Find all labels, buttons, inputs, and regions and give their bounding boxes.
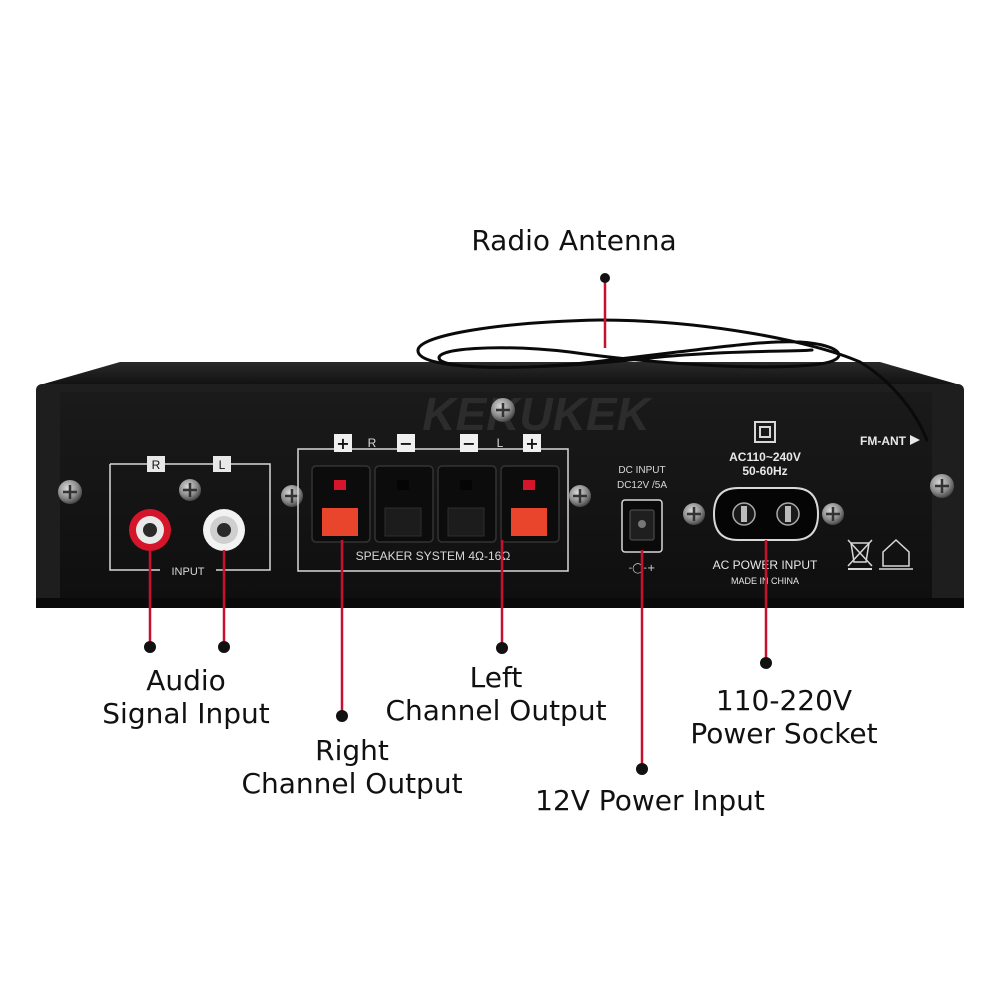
ac-voltage-label: AC110~240V [729, 450, 801, 464]
amplifier-chassis: KEKUKEK [36, 362, 964, 608]
terminal-minus-1: − [399, 434, 412, 453]
spring-terminal-icon[interactable] [437, 465, 497, 543]
terminal-plus-2: + [525, 434, 538, 453]
input-section-label: INPUT [172, 566, 205, 578]
rca-jack-right[interactable] [129, 509, 171, 551]
terminal-plus-1: + [336, 434, 349, 453]
screw-icon [281, 485, 303, 507]
indoor-use-icon [879, 538, 913, 570]
arrow-right-icon [910, 435, 920, 445]
screw-icon [491, 398, 515, 422]
spring-terminal-icon[interactable] [374, 465, 434, 543]
channel-r-box [147, 456, 165, 472]
iec-c8-socket-icon[interactable] [712, 487, 820, 541]
screw-icon [683, 503, 705, 525]
callout-socket-line-2: Power Socket [690, 717, 878, 750]
chassis-bottom-edge [36, 598, 964, 608]
callout-left-line-1: Left [469, 661, 523, 694]
callout-right-channel-output: Right Channel Output [232, 734, 472, 800]
dc-barrel-jack-icon[interactable] [621, 499, 663, 553]
rca-input-section: R L INPUT [109, 456, 271, 578]
spring-terminal-icon[interactable] [500, 465, 560, 543]
channel-r-label: R [152, 458, 161, 472]
ac-frequency-label: 50-60Hz [742, 464, 787, 478]
terminal-minus-2: − [462, 434, 475, 453]
screw-icon [179, 479, 201, 501]
screw-icon [822, 503, 844, 525]
dot-power-socket [760, 657, 772, 669]
callout-radio-antenna: Radio Antenna [464, 224, 684, 257]
weee-bin-icon [847, 539, 873, 570]
brand-watermark: KEKUKEK [422, 388, 652, 440]
callout-left-line-2: Channel Output [385, 694, 607, 727]
screw-icon [569, 485, 591, 507]
double-insulation-icon [754, 421, 776, 443]
callout-12v-power-input: 12V Power Input [520, 784, 780, 817]
screw-icon [930, 474, 954, 498]
callout-right-line-2: Channel Output [241, 767, 463, 800]
callout-dots [144, 273, 772, 775]
dot-audio-input-r [144, 641, 156, 653]
speaker-system-label: SPEAKER SYSTEM 4Ω-16Ω [356, 549, 511, 563]
callout-audio-line-1: Audio [146, 664, 226, 697]
speaker-terminal-section: + R − − L + SPEAKER SYSTEM 4Ω-16Ω [297, 434, 569, 572]
radio-antenna-wire [416, 318, 929, 442]
callout-power-socket: 110-220V Power Socket [676, 684, 892, 750]
dot-left-channel [496, 642, 508, 654]
channel-l-label: L [219, 458, 226, 472]
dc-input-label: DC INPUT [618, 465, 665, 476]
callout-12v-text: 12V Power Input [535, 784, 765, 817]
dot-audio-input-l [218, 641, 230, 653]
callout-socket-line-1: 110-220V [715, 684, 853, 717]
callout-audio-signal-input: Audio Signal Input [86, 664, 286, 730]
screw-icon [58, 480, 82, 504]
dot-12v-input [636, 763, 648, 775]
callout-right-line-1: Right [315, 734, 389, 767]
spring-terminal-icon[interactable] [311, 465, 371, 543]
terminal-r-label: R [368, 436, 377, 450]
chassis-top-surface [40, 362, 960, 385]
callout-audio-line-2: Signal Input [102, 697, 270, 730]
callout-left-channel-output: Left Channel Output [376, 661, 616, 727]
rca-jack-left[interactable] [203, 509, 245, 551]
dot-right-channel [336, 710, 348, 722]
callout-leader-lines [148, 278, 768, 769]
dot-radio-antenna [600, 273, 610, 283]
channel-l-box [213, 456, 231, 472]
dc-rating-label: DC12V /5A [617, 480, 667, 491]
terminal-l-label: L [497, 436, 504, 450]
callout-radio-antenna-text: Radio Antenna [471, 224, 677, 257]
fm-ant-label: FM-ANT [860, 434, 907, 448]
